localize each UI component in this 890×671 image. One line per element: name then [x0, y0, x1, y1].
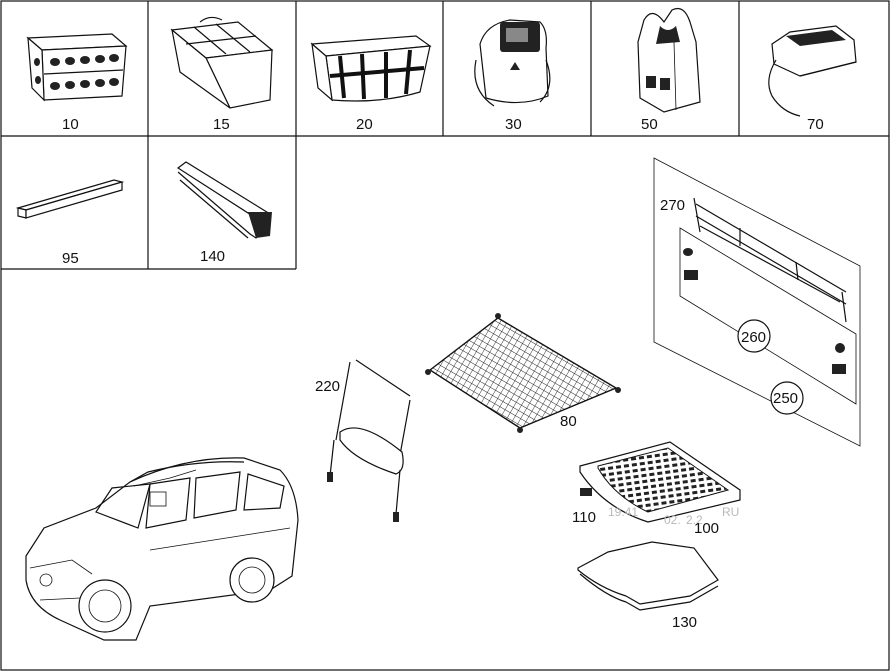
part-label-50: 50 [641, 116, 658, 133]
part-label-260: 260 [741, 329, 766, 346]
roller-blind-icon [327, 359, 411, 522]
roller-cover-icon [176, 161, 272, 239]
part-label-95: 95 [62, 250, 79, 267]
holder-bag-icon [637, 7, 701, 113]
part-label-220: 220 [315, 378, 340, 395]
part-label-100: 100 [694, 520, 719, 537]
part-label-20: 20 [356, 116, 373, 133]
part-label-140: 140 [200, 248, 225, 265]
part-label-70: 70 [807, 116, 824, 133]
watermark-text-1: 19.41 [608, 505, 638, 519]
part-label-10: 10 [62, 116, 79, 133]
cargo-net-icon [425, 313, 621, 433]
rail-icon [693, 197, 847, 323]
part-label-250: 250 [773, 390, 798, 407]
part-label-80: 80 [560, 413, 577, 430]
watermark-text-2: 2.2 [686, 513, 703, 527]
floor-mat-icon [577, 541, 719, 611]
part-label-30: 30 [505, 116, 522, 133]
trunk-tray-icon [579, 441, 741, 523]
crate-icon [26, 33, 128, 102]
cooler-bag-icon [474, 19, 551, 107]
watermark: 19.41 2.2 RU 02. [608, 505, 739, 527]
rail-panel [653, 157, 861, 447]
part-label-15: 15 [213, 116, 230, 133]
bar-icon [15, 179, 125, 219]
part-labels: 10 15 20 30 50 70 95 140 220 80 270 260 … [62, 116, 824, 631]
watermark-text-4: 02. [664, 513, 681, 527]
part-label-110: 110 [572, 509, 596, 526]
basket-icon [310, 35, 432, 102]
cool-box-icon [768, 25, 857, 117]
car-icon [25, 457, 299, 641]
watermark-text-3: RU [722, 505, 739, 519]
part-label-270: 270 [660, 197, 685, 214]
organizer-icon [170, 16, 274, 109]
part-label-130: 130 [672, 614, 697, 631]
